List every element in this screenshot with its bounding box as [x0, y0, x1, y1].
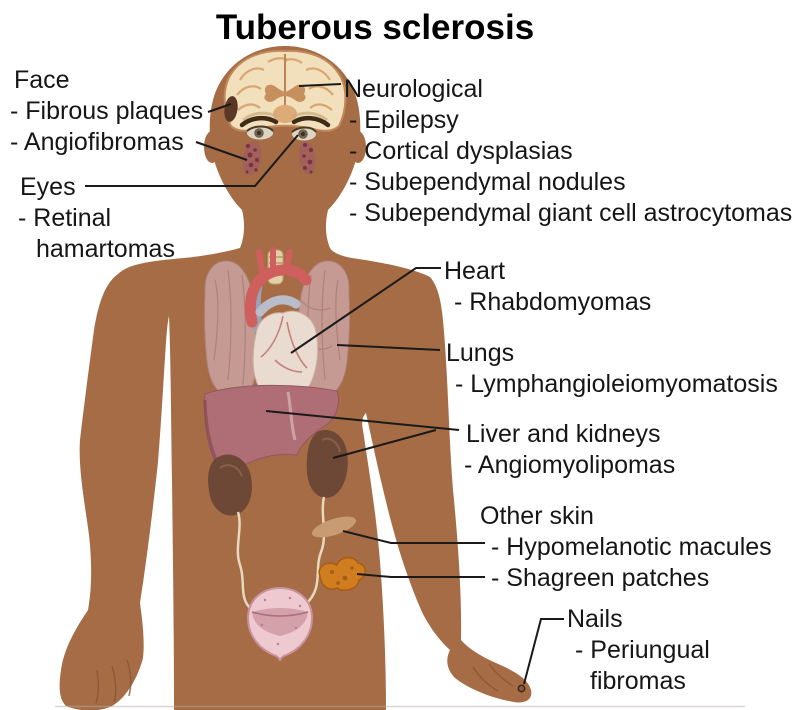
right-eyelid — [291, 126, 317, 133]
liver-kidneys-item-angiomyolipomas: - Angiomyolipomas — [464, 451, 676, 479]
other-skin-heading: Other skin — [480, 502, 594, 530]
fingernail — [517, 684, 526, 693]
diagram-title: Tuberous sclerosis — [215, 8, 535, 47]
fibrous-plaques-line — [207, 103, 232, 113]
neurological-heading: Neurological — [344, 75, 483, 103]
nails-line — [523, 618, 564, 685]
right-hand-finger-lines — [472, 663, 514, 692]
other-skin-label-block: Other skin - Hypomelanotic macules - Sha… — [480, 501, 772, 594]
skin-patches — [311, 516, 366, 591]
liver-kidneys-label-block: Liver and kidneys - Angiomyolipomas — [464, 419, 675, 481]
heart-label-block: Heart - Rhabdomyomas — [444, 256, 651, 318]
heart-line — [290, 267, 441, 354]
pulmonary-artery — [255, 295, 301, 317]
brainstem — [273, 105, 297, 123]
kidney-line — [332, 429, 437, 459]
torso-and-arms-shape — [59, 248, 532, 710]
kidney-highlights — [219, 437, 341, 477]
hypomelanotic-macule — [311, 516, 357, 538]
eyes-label-block: Eyes - Retinal hamartomas — [18, 172, 175, 265]
heart-heading: Heart — [444, 257, 506, 285]
face-label-block: Face - Fibrous plaques - Angiofibromas — [10, 65, 203, 158]
face-item-angiofibromas: - Angiofibromas — [10, 128, 184, 156]
face-features — [224, 96, 331, 175]
left-pupil — [257, 131, 261, 135]
heart-item-rhabdomyomas: - Rhabdomyomas — [454, 288, 652, 316]
brain-ventricles — [264, 84, 306, 102]
left-eyelid — [246, 125, 274, 132]
skin-item-hypomelanotic-macules: - Hypomelanotic macules — [491, 533, 772, 561]
liver-fissure — [286, 391, 297, 441]
aorta — [244, 247, 312, 328]
right-eyebrow-highlight — [292, 111, 328, 122]
lungs-line — [336, 344, 441, 351]
lungs-heading: Lungs — [446, 339, 515, 367]
neurological-label-block: Neurological - Epilepsy - Cortical dyspl… — [344, 74, 792, 229]
angiofibromas-right-cheek — [298, 141, 316, 175]
eyes-line — [85, 134, 299, 187]
left-kidney — [208, 454, 252, 516]
nails-item-periungual: - Periungual — [575, 636, 710, 664]
hand-details — [95, 659, 514, 704]
left-eyebrow — [239, 115, 279, 128]
nails-heading: Nails — [567, 605, 623, 633]
nails-item-fibromas: fibromas — [590, 667, 686, 695]
lungs-label-block: Lungs - Lymphangioleiomyomatosis — [446, 338, 778, 400]
brain-gyri — [236, 57, 334, 111]
shagreen-texture — [330, 566, 354, 585]
shagreen-line — [356, 573, 485, 578]
neurological-line — [298, 83, 342, 87]
right-eyebrow — [291, 115, 331, 128]
face-item-fibrous-plaques: - Fibrous plaques — [10, 97, 204, 125]
angiofibromas-line — [195, 141, 248, 161]
right-pupil — [301, 132, 305, 136]
left-hand-finger-lines — [95, 659, 132, 704]
neurological-item-subependymal-nodules: - Subependymal nodules — [349, 168, 626, 196]
eyes-item-retinal: - Retinal — [18, 204, 112, 232]
left-lung — [203, 260, 257, 399]
liver-line — [265, 410, 460, 431]
hypomelanotic-line — [342, 530, 485, 544]
neurological-item-epilepsy: - Epilepsy — [349, 106, 459, 134]
eyes-item-hamartomas: hamartomas — [36, 235, 175, 263]
face-heading: Face — [14, 66, 70, 94]
liver-kidneys-heading: Liver and kidneys — [466, 420, 661, 448]
neurological-item-cortical-dysplasias: - Cortical dysplasias — [349, 137, 573, 165]
bladder-speckles — [260, 596, 302, 646]
nails-label-block: Nails - Periungual fibromas — [564, 604, 710, 697]
fibrous-plaque — [224, 96, 238, 122]
lungs-item-lam: - Lymphangioleiomyomatosis — [455, 370, 778, 398]
internal-organs — [203, 247, 351, 662]
brain-illustration — [223, 49, 347, 132]
shagreen-patch — [318, 556, 366, 591]
leader-lines — [85, 83, 564, 685]
left-eyebrow-highlight — [242, 111, 278, 122]
eyes-heading: Eyes — [20, 173, 76, 201]
bladder-fold — [251, 611, 309, 617]
skin-item-shagreen-patches: - Shagreen patches — [491, 564, 710, 592]
neurological-item-sega: - Subependymal giant cell astrocytomas — [349, 199, 793, 227]
angiofibromas-left-cheek — [242, 141, 262, 175]
